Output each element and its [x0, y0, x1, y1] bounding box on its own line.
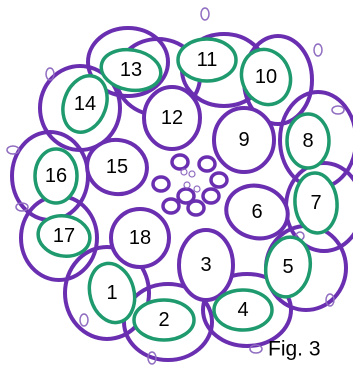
ring-label: 18	[129, 227, 151, 249]
ring-16: 16	[33, 147, 79, 205]
center-small-ring	[170, 153, 190, 171]
center-small-ring	[197, 155, 217, 173]
center-small-rings	[151, 153, 229, 217]
ring-11: 11	[176, 37, 238, 83]
picot	[249, 344, 263, 354]
picot	[147, 351, 157, 365]
ring-3: 3	[177, 228, 235, 302]
ring-14: 14	[61, 74, 109, 134]
ring-1: 1	[87, 261, 137, 325]
ring-13: 13	[99, 47, 163, 93]
chain-arc	[201, 272, 293, 348]
ring-label: 16	[45, 165, 67, 187]
ring-label: 12	[161, 107, 183, 129]
ring-9: 9	[212, 106, 276, 174]
ring-6: 6	[224, 183, 290, 241]
ring-label: 8	[302, 130, 313, 152]
center-small-ring	[161, 197, 181, 215]
ring-label: 3	[200, 254, 211, 276]
ring-10: 10	[239, 47, 293, 107]
ring-label: 5	[282, 256, 293, 278]
center-small-ring	[201, 187, 221, 205]
inner-ring-shape	[212, 106, 276, 174]
ring-5: 5	[263, 235, 313, 299]
picot	[200, 7, 210, 21]
ring-label: 2	[158, 309, 169, 331]
center-small-ring	[186, 199, 206, 217]
ring-label: 9	[238, 129, 249, 151]
ring-label: 13	[120, 59, 142, 81]
outer-ring-shape	[293, 171, 339, 235]
chain-arc	[86, 26, 170, 98]
outer-ring-shape	[212, 288, 274, 332]
ring-label: 17	[53, 225, 75, 247]
picot	[313, 43, 323, 57]
inner-ring-shape	[142, 85, 202, 151]
ring-8: 8	[285, 112, 331, 170]
outer-ring-shape	[99, 47, 163, 93]
ring-label: 10	[255, 66, 277, 88]
inner-ring-shape	[177, 228, 235, 302]
ring-label: 1	[106, 282, 117, 304]
ring-7: 7	[293, 171, 339, 235]
outer-ring-shape	[132, 298, 196, 342]
picot	[79, 313, 89, 327]
outer-ring-shape	[61, 74, 109, 134]
inner-ring-shape	[85, 137, 149, 197]
ring-17: 17	[36, 214, 92, 258]
ring-15: 15	[85, 137, 149, 197]
ring-2: 2	[132, 298, 196, 342]
inner-ring-shape	[109, 207, 171, 269]
center-small-ring	[209, 171, 229, 189]
outer-ring-shape	[36, 214, 92, 258]
ring-label: 15	[106, 156, 128, 178]
outer-ring-shape	[87, 261, 137, 325]
outer-ring-shape	[176, 37, 238, 83]
center-picot	[188, 170, 196, 178]
picot	[45, 67, 55, 81]
outer-ring-shape	[285, 112, 331, 170]
picot	[15, 202, 29, 212]
ring-label: 11	[197, 49, 218, 71]
center-small-ring	[176, 187, 196, 205]
ring-label: 14	[74, 93, 96, 115]
outer-ring-shape	[239, 47, 293, 107]
chain-arc	[38, 64, 122, 152]
inner-ring-shape	[224, 183, 290, 241]
outer-ring-shape	[263, 235, 313, 299]
picot	[6, 145, 20, 155]
ring-18: 18	[109, 207, 171, 269]
chain-arc	[63, 245, 151, 341]
picot	[325, 293, 335, 307]
ring-12: 12	[142, 85, 202, 151]
center-picot	[193, 185, 201, 193]
center-picot	[183, 181, 191, 189]
center-picot	[180, 168, 188, 176]
ring-label: 7	[310, 192, 321, 214]
ring-label: 6	[251, 201, 262, 223]
figure-caption: Fig. 3	[268, 338, 321, 361]
ring-label: 4	[237, 299, 248, 321]
outer-ring-shape	[33, 147, 79, 205]
center-small-ring	[151, 175, 171, 193]
picot	[331, 105, 345, 115]
ring-4: 4	[212, 288, 274, 332]
